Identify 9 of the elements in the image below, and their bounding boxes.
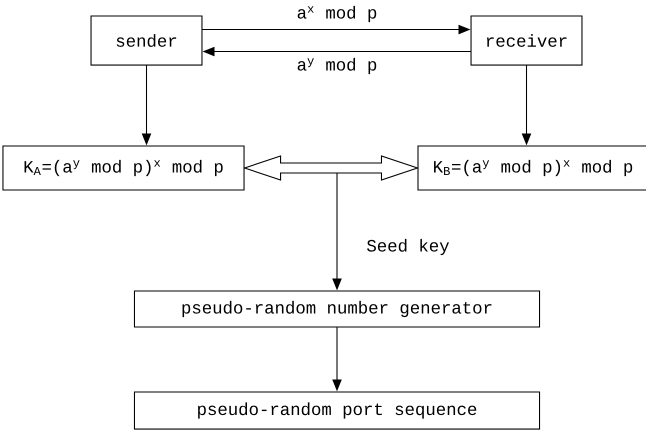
process-box: K$_{B}$=(a$^{y}$ mod p)$^{x}$ mod p [417, 145, 646, 191]
edge-label: Seed key [365, 238, 451, 256]
process-box: K$_{A}$=(a$^{y}$ mod p)$^{x}$ mod p [2, 145, 245, 191]
edge-label: a$^{y}$ mod p [295, 56, 379, 76]
edge-label: a$^{x}$ mod p [295, 4, 379, 24]
process-box: receiver [470, 15, 582, 66]
process-box: pseudo-random port sequence [134, 391, 540, 430]
process-box: sender [90, 15, 202, 66]
process-box: pseudo-random number generator [134, 290, 540, 328]
